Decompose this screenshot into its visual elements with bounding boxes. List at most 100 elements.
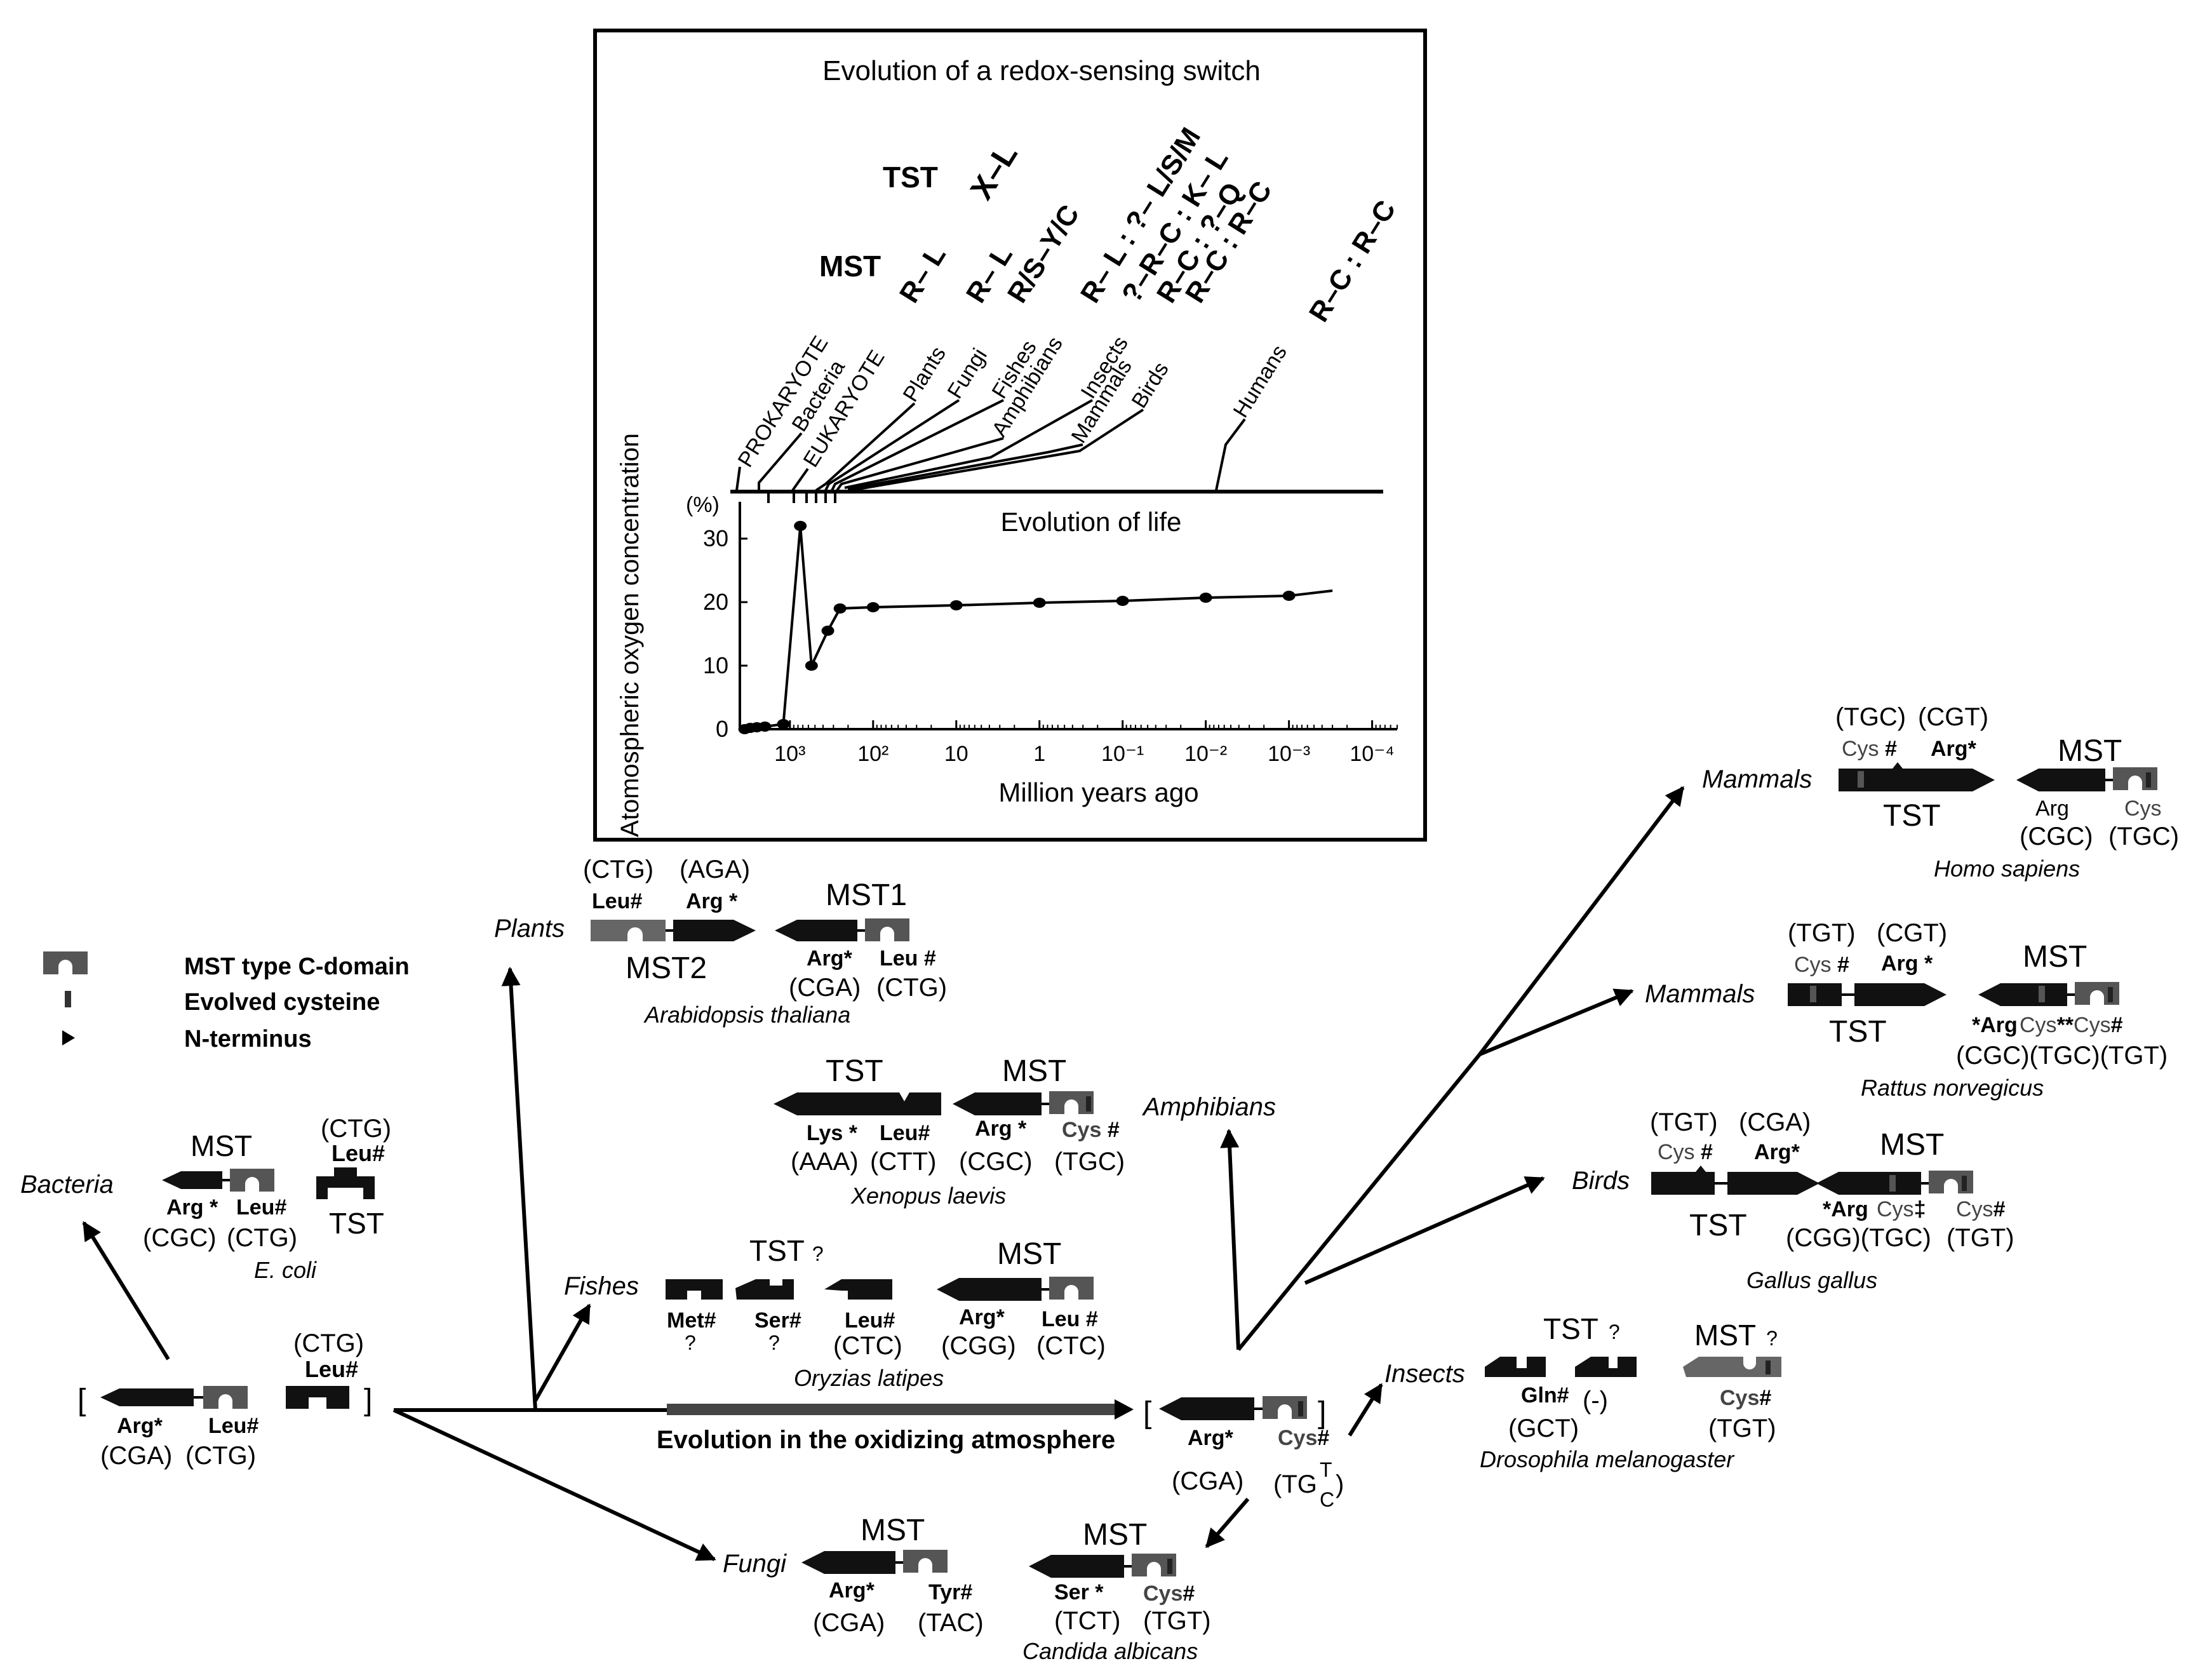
xenopus-mst-n-domain [953, 1092, 1042, 1115]
svg-text:MST: MST [191, 1129, 252, 1162]
homo-sapiens-genes: (TGC) (CGT) Cys # Arg* TST MST Arg Cys (… [1835, 703, 2179, 882]
x-axis-label: Million years ago [998, 777, 1198, 807]
svg-text:Arg *: Arg * [166, 1195, 218, 1220]
svg-text:]: ] [1318, 1396, 1326, 1430]
organism-plants: Plants [494, 915, 565, 943]
svg-text:(CTG): (CTG) [227, 1224, 297, 1252]
oxidizing-arrow-label: Evolution in the oxidizing atmosphere [657, 1426, 1115, 1454]
n-terminus-legend-icon [62, 1030, 75, 1045]
svg-text:MST: MST [2023, 940, 2087, 974]
mst-label: MST [819, 250, 881, 283]
svg-text:(TGC): (TGC) [1054, 1148, 1125, 1176]
ancestral-genes: [ ] (CTG) Leu# Arg* Leu# (CGA) (CTG) [77, 1329, 372, 1470]
legend-nterm: N-terminus [184, 1026, 312, 1052]
x-tick-label: 10⁻³ [1268, 742, 1310, 766]
c-domain-legend-swatch [43, 951, 88, 974]
svg-text:Leu#: Leu# [592, 889, 642, 913]
svg-text:[: [ [1143, 1396, 1151, 1430]
organism-fishes: Fishes [564, 1272, 639, 1300]
svg-text:(CGT): (CGT) [1877, 919, 1947, 947]
svg-text:Gln#: Gln# [1521, 1383, 1569, 1408]
svg-text:MST: MST [861, 1514, 925, 1547]
drosophila-tst-frag-1 [1485, 1357, 1546, 1377]
svg-text:Cys**Cys#: Cys**Cys# [2020, 1013, 2123, 1037]
svg-text:(GCT): (GCT) [1508, 1415, 1579, 1442]
svg-text:Arg *: Arg * [975, 1117, 1027, 1141]
candida-genes: MST Ser * Cys# (TCT) (TGT) Candida albic… [1022, 1518, 1211, 1664]
svg-text:(TGC): (TGC) [1835, 703, 1906, 731]
svg-text:Arg*: Arg* [829, 1578, 875, 1603]
y-tick-label: 0 [716, 716, 728, 742]
x-tick-label: 10 [944, 742, 968, 766]
svg-text:Arabidopsis thaliana: Arabidopsis thaliana [643, 1002, 850, 1028]
svg-text:]: ] [364, 1383, 372, 1417]
data-point [821, 626, 834, 636]
svg-text:MST: MST [2058, 734, 2122, 768]
svg-text:Cys #: Cys # [1842, 737, 1897, 761]
oxidizing-arrow-bar [667, 1404, 1115, 1415]
drosophila-tst-frag-2 [1575, 1357, 1637, 1377]
svg-text:Cys‡: Cys‡ [1877, 1197, 1926, 1221]
svg-text:Cys#: Cys# [1143, 1582, 1195, 1606]
svg-text:(TGC): (TGC) [2108, 823, 2179, 850]
svg-text:Leu #: Leu # [1042, 1307, 1098, 1331]
taxa-leader-lines [735, 399, 1246, 492]
svg-text:Oryzias latipes: Oryzias latipes [794, 1365, 944, 1391]
organism-birds: Birds [1572, 1167, 1630, 1195]
svg-text:Arg*: Arg* [959, 1305, 1005, 1329]
svg-text:T: T [1320, 1458, 1332, 1481]
gallus-tst-gene [1651, 1166, 1819, 1195]
svg-text:(TGT): (TGT) [1708, 1415, 1776, 1442]
x-tick-label: 10³ [774, 742, 805, 766]
svg-text:Gallus gallus: Gallus gallus [1746, 1267, 1877, 1293]
oryzias-mst-n-domain [937, 1278, 1042, 1301]
svg-text:(CTC): (CTC) [1036, 1332, 1106, 1360]
svg-text:TST: TST [1883, 799, 1941, 833]
svg-text:(AAA): (AAA) [791, 1148, 859, 1176]
svg-text:Leu#: Leu# [236, 1195, 286, 1220]
svg-text:Leu#: Leu# [845, 1308, 895, 1333]
oryzias-tst-frag-1 [666, 1279, 723, 1300]
data-point [949, 600, 963, 610]
oryzias-tst-frag-3 [824, 1279, 892, 1300]
vertebrate-ancestor-genes: [ ] Arg* Cys# (CGA) (TG T C ) [1143, 1396, 1344, 1511]
ecoli-tst-gene [316, 1167, 375, 1199]
y-tick-label: 30 [703, 525, 728, 551]
svg-text:(CTG): (CTG) [876, 974, 947, 1002]
data-point [794, 521, 807, 531]
mst2-n-domain [673, 920, 756, 941]
y-tick-label: 10 [703, 652, 728, 678]
svg-text:Cys#: Cys# [1956, 1197, 2006, 1221]
svg-text:Cys#: Cys# [1720, 1386, 1771, 1410]
svg-text:Lys *: Lys * [807, 1121, 858, 1145]
svg-text:(TGT): (TGT) [1947, 1224, 2014, 1252]
svg-text:Xenopus laevis: Xenopus laevis [850, 1183, 1006, 1209]
svg-text:): ) [1336, 1470, 1344, 1498]
svg-text:MST?: MST? [1694, 1319, 1778, 1352]
ancestor-mst-n-domain [100, 1388, 194, 1406]
y-tick-label: 20 [703, 589, 728, 615]
data-point [866, 602, 880, 612]
svg-text:(CGT): (CGT) [1918, 703, 1988, 731]
svg-text:*Arg: *Arg [1823, 1197, 1868, 1221]
svg-text:Met#: Met# [667, 1308, 716, 1333]
rattus-mst-n-domain [1978, 983, 2067, 1006]
organism-mammals-mid: Mammals [1645, 980, 1755, 1008]
ecoli-genes: MST (CTG) Leu# TST Arg * Leu# (CGC) (CTG… [143, 1115, 391, 1283]
svg-text:Tyr#: Tyr# [928, 1580, 972, 1604]
svg-text:Arg*: Arg* [1188, 1426, 1234, 1450]
svg-text:TST: TST [1689, 1209, 1747, 1242]
svg-text:MST: MST [1880, 1128, 1944, 1162]
mst1-n-domain [775, 920, 857, 941]
svg-text:?: ? [685, 1331, 696, 1354]
x-tick-label: 10⁻⁴ [1350, 742, 1394, 766]
svg-text:(CGA): (CGA) [789, 974, 861, 1002]
x-tick-label: 10⁻² [1184, 742, 1227, 766]
data-point [777, 719, 790, 729]
svg-text:Candida albicans: Candida albicans [1022, 1638, 1198, 1664]
svg-text:MST: MST [1083, 1518, 1147, 1552]
svg-text:(CTG): (CTG) [583, 856, 653, 884]
redox-switch-inset: Evolution of a redox-sensing switch TST … [593, 29, 1427, 842]
cysteine-legend-swatch [65, 991, 71, 1007]
